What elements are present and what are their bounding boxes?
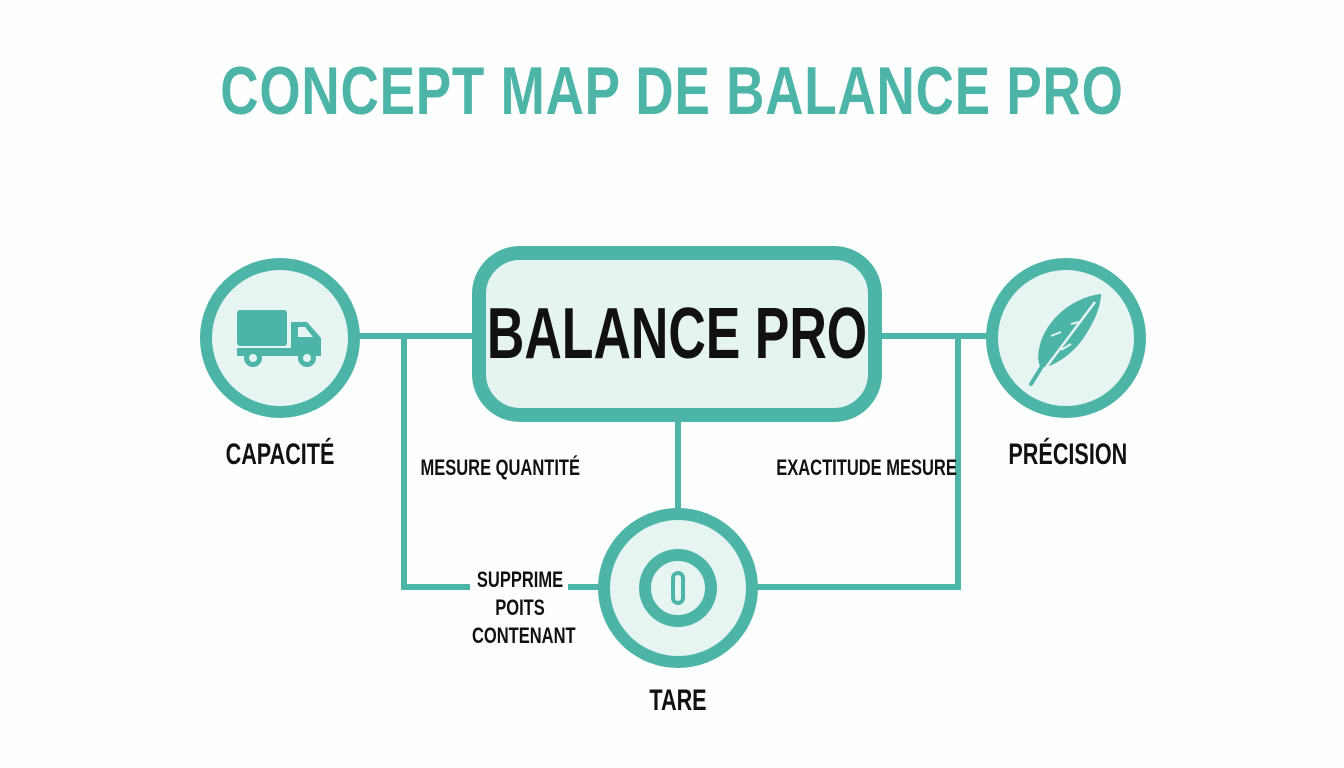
diagram-title: CONCEPT MAP DE BALANCE PRO: [220, 53, 1124, 129]
zero-button-icon: [639, 549, 717, 627]
node-label-capacite: CAPACITÉ: [225, 438, 335, 471]
truck-icon: [237, 310, 321, 367]
edge-label-line: POITS: [495, 595, 545, 620]
node-label-tare: TARE: [649, 684, 707, 717]
zero-glyph: [671, 571, 685, 605]
feather-icon: [1029, 294, 1101, 386]
node-capacite: [200, 258, 360, 418]
edge-label-exactitude-mesure: EXACTITUDE MESURE: [776, 455, 957, 480]
center-node-label: BALANCE PRO: [486, 294, 868, 374]
center-node-balance-pro: BALANCE PRO: [472, 246, 882, 422]
edge-label-mesure-quantite: MESURE QUANTITÉ: [420, 455, 581, 480]
edge-left-bracket: [401, 336, 470, 590]
edge-right-bracket: [756, 336, 961, 590]
node-label-precision: PRÉCISION: [1008, 438, 1128, 471]
node-precision: [986, 258, 1146, 418]
edge-label-line: CONTENANT: [472, 623, 576, 648]
edge-label-line: SUPPRIME: [476, 567, 564, 592]
node-tare: [598, 508, 758, 668]
edge-label-supprime-poits-contenant: SUPPRIME POITS CONTENANT: [472, 566, 576, 650]
